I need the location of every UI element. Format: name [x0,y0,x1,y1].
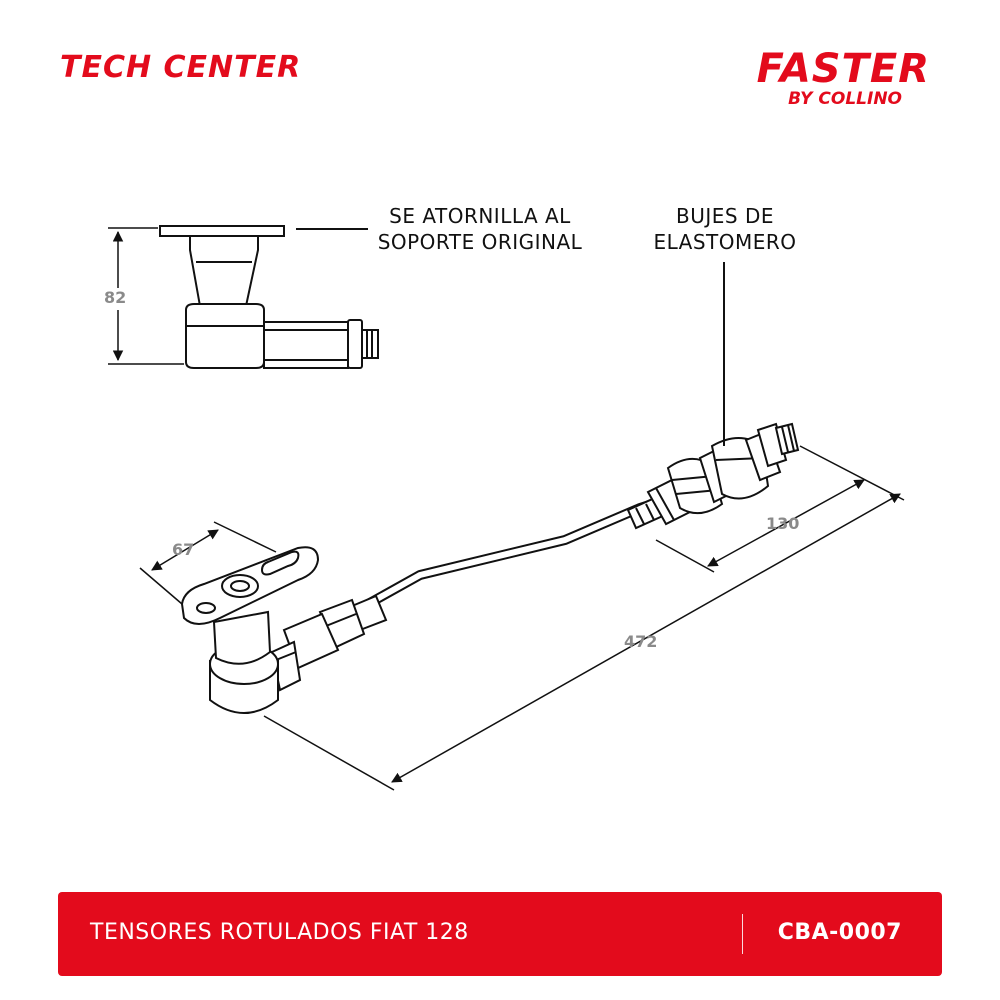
footer-divider [742,914,743,954]
product-title: TENSORES ROTULADOS FIAT 128 [90,920,469,945]
footer-banner: TENSORES ROTULADOS FIAT 128 CBA-0007 [58,892,942,976]
bushing-callout: BUJES DE ELASTOMERO [630,203,820,255]
bushing-callout-line-1: BUJES DE [676,204,774,228]
plate-width-dimension-label: 67 [172,540,195,559]
mount-callout-line-1: SE ATORNILLA AL [389,204,571,228]
tech-center-logo: TECH CENTER [60,50,302,85]
mount-callout-line-2: SOPORTE ORIGINAL [377,230,583,254]
mount-callout: SE ATORNILLA AL SOPORTE ORIGINAL [370,203,590,255]
bushing-length-dimension-label: 130 [766,514,800,533]
faster-logo: FASTER BY COLLINO [757,48,930,108]
total-length-dimension-label: 472 [624,632,658,651]
height-dimension [108,227,184,365]
bushing-length-dimension [655,479,865,573]
product-code: CBA-0007 [777,920,902,945]
height-dimension-label: 82 [104,288,127,307]
faster-logo-text: FASTER [756,46,930,92]
faster-logo-subtext: BY COLLINO [788,89,902,109]
tie-rod-assembly [180,422,800,714]
side-view-part [159,225,379,369]
plate-width-dimension [139,521,277,605]
bushing-callout-line-2: ELASTOMERO [653,230,797,254]
